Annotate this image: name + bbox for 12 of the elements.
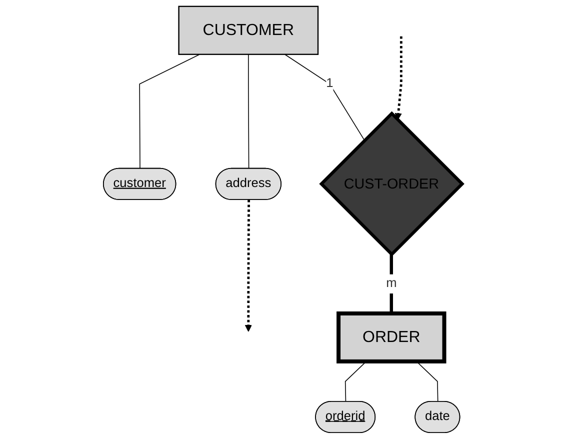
edge-label: m [386,276,396,290]
arrow [244,200,252,332]
arrow [394,36,402,120]
connector [416,361,438,402]
connector [138,54,200,170]
connector [248,54,249,170]
node-diamond: CUST-ORDER [318,111,464,257]
connector [344,361,366,402]
node-box: ORDER [336,311,446,364]
node-box: CUSTOMER [178,6,318,55]
connector [284,54,365,141]
edge-label: 1 [326,76,333,90]
